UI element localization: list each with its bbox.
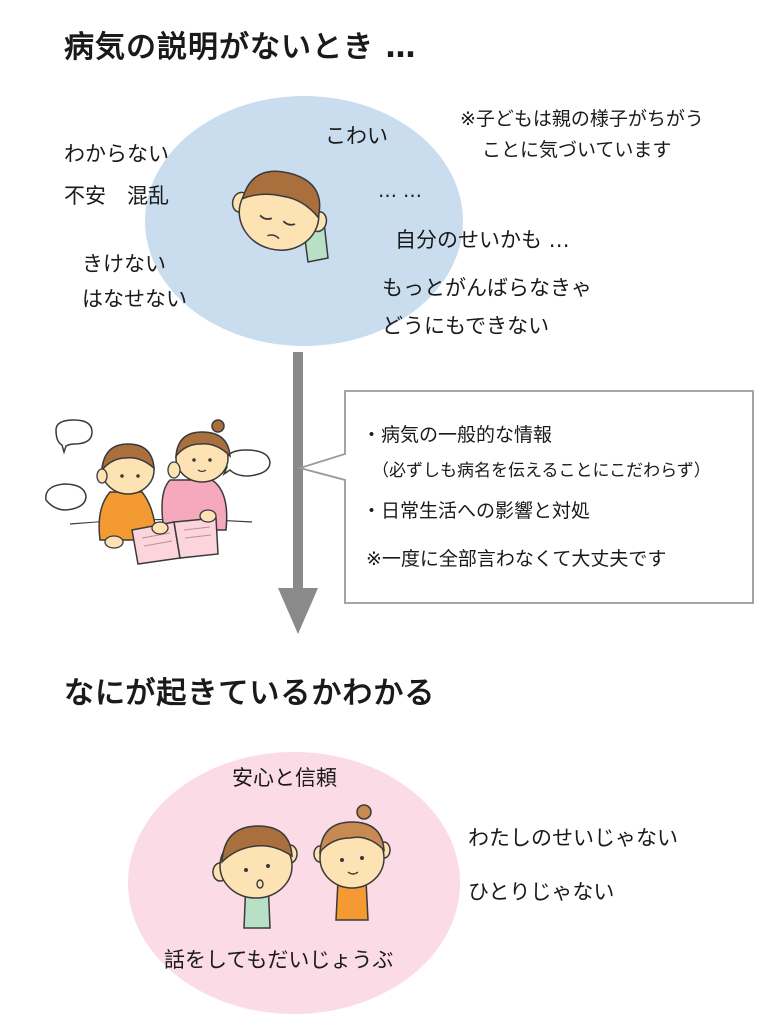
- note-line-1: ※子どもは親の様子がちがう: [460, 108, 704, 130]
- word-motto-ganbaranakya: もっとがんばらなきゃ: [382, 276, 592, 300]
- word-watashi-no-sei-janai: わたしのせいじゃない: [468, 826, 678, 850]
- word-dots: … …: [378, 180, 423, 202]
- note-line-2: ことに気づいています: [482, 139, 672, 161]
- word-hanasenai: はなせない: [82, 287, 187, 311]
- parent-child-reading-illustration: [45, 419, 271, 565]
- word-anshin-to-shinrai: 安心と信頼: [232, 766, 337, 790]
- word-dounimo-dekinai: どうにもできない: [382, 314, 550, 338]
- worried-child-illustration: [231, 170, 329, 263]
- word-hanashi-shitemo-daijoubu: 話をしてもだいじょうぶ: [164, 948, 394, 972]
- top-heading: 病気の説明がないとき …: [64, 30, 417, 65]
- word-fuan-konran: 不安 混乱: [64, 184, 169, 208]
- callout-item-general-info-sub: （必ずしも病名を伝えることにこだわらず）: [372, 461, 711, 481]
- calm-child-and-parent-illustration: [212, 804, 391, 929]
- word-wakaranai: わからない: [64, 142, 169, 166]
- bottom-heading: なにが起きているかわかる: [64, 676, 436, 711]
- relief-bubble-background: [128, 752, 460, 1014]
- callout-box: [296, 390, 754, 604]
- callout-item-general-info: ・病気の一般的な情報: [362, 424, 553, 446]
- down-arrow: [278, 352, 318, 634]
- callout-note: ※一度に全部言わなくて大丈夫です: [366, 548, 667, 570]
- word-kowai: こわい: [325, 124, 388, 148]
- callout-item-daily-life: ・日常生活への影響と対処: [362, 500, 591, 522]
- word-hitori-janai: ひとりじゃない: [468, 880, 615, 904]
- word-kikenai: きけない: [82, 252, 166, 276]
- word-jibun-no-sei: 自分のせいかも …: [395, 228, 570, 252]
